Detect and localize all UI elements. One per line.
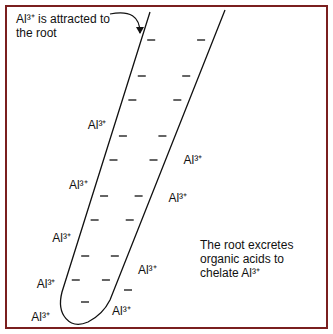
negative-charge (138, 75, 146, 76)
negative-charge (128, 99, 136, 100)
callout-text: Al³⁺ is attracted to the root (16, 12, 112, 40)
ion-label: Al³⁺ (88, 118, 107, 132)
negative-charge (81, 301, 89, 302)
ion-label: Al³⁺ (138, 263, 157, 277)
negative-charge (135, 195, 143, 196)
ion-label: Al³⁺ (69, 178, 88, 192)
negative-charge (124, 289, 132, 290)
frame-border (6, 6, 327, 328)
negative-charge (126, 219, 134, 220)
ion-label: Al³⁺ (31, 310, 50, 324)
ion-label: Al³⁺ (168, 191, 187, 205)
negative-charge (109, 159, 117, 160)
negative-charges (72, 40, 205, 302)
negative-charge (147, 39, 155, 40)
negative-charge (173, 99, 181, 100)
negative-charge (100, 195, 108, 196)
negative-charge (111, 255, 119, 256)
negative-charge (81, 255, 89, 256)
note-text: The root excretes organic acids to chela… (200, 238, 312, 280)
ion-label: Al³⁺ (112, 304, 131, 318)
negative-charge (197, 39, 205, 40)
negative-charge (182, 75, 190, 76)
ion-label: Al³⁺ (52, 231, 71, 245)
negative-charge (150, 159, 158, 160)
negative-charge (158, 135, 166, 136)
callout-arrow (110, 13, 140, 33)
ion-label: Al³⁺ (37, 277, 56, 291)
ion-label: Al³⁺ (184, 153, 203, 167)
negative-charge (119, 135, 127, 136)
negative-charge (102, 279, 110, 280)
negative-charge (72, 279, 80, 280)
negative-charge (91, 219, 99, 220)
